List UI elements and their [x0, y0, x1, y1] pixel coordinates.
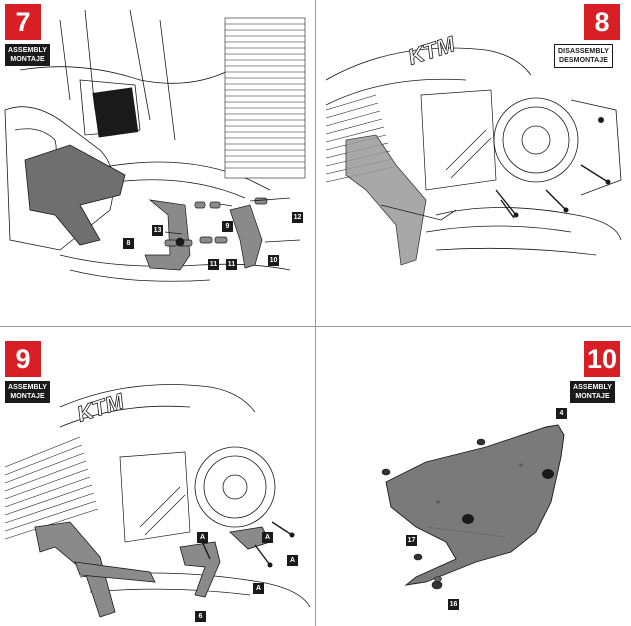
mode-label-es: MONTAJE: [10, 56, 45, 63]
part-callout: 16: [448, 599, 459, 610]
part-callout: 12: [292, 212, 303, 223]
part-callout: 11: [208, 259, 219, 270]
part-callout: 11: [226, 259, 237, 270]
skid-plate: [385, 424, 565, 586]
step-panel-7: 7 ASSEMBLY MONTAJE 8 13 9 12 11 11 10: [0, 0, 315, 326]
mode-label-es: MONTAJE: [10, 393, 45, 400]
mode-label-es: MONTAJE: [575, 393, 610, 400]
part-callout: A: [287, 555, 298, 566]
part-callout: A: [253, 583, 264, 594]
assembly-mode-tag: ASSEMBLY MONTAJE: [5, 381, 51, 403]
step-number-badge: 10: [584, 341, 620, 377]
part-callout: 17: [406, 535, 417, 546]
part-callout: 8: [123, 238, 134, 249]
engine-illustration-step-8: KTM: [325, 31, 622, 266]
step-panel-10: 10 ASSEMBLY MONTAJE 4 17 16: [316, 327, 631, 626]
part-callout: 10: [268, 255, 279, 266]
mode-label-es: DESMONTAJE: [558, 57, 609, 64]
engine-illustration-step-7: [4, 9, 306, 282]
skid-plate-illustration: [381, 424, 565, 590]
part-callout: A: [197, 532, 208, 543]
assembly-mode-tag: ASSEMBLY MONTAJE: [5, 44, 51, 66]
quadrant-divider-vertical: [315, 0, 316, 626]
quadrant-divider-horizontal: [0, 326, 631, 327]
mode-label-en: ASSEMBLY: [8, 47, 48, 54]
brand-logo: KTM: [74, 388, 128, 427]
mode-label-en: ASSEMBLY: [8, 384, 48, 391]
part-callout: 4: [556, 408, 567, 419]
step-number-badge: 8: [584, 4, 620, 40]
assembly-mode-tag: ASSEMBLY MONTAJE: [570, 381, 616, 403]
step-panel-9: KTM 9 ASSEMBLY: [0, 327, 315, 626]
step-number-badge: 9: [5, 341, 41, 377]
part-callout: 13: [152, 225, 163, 236]
engine-illustration-step-9: KTM: [4, 384, 311, 618]
mode-label-en: ASSEMBLY: [573, 384, 613, 391]
stock-bracket: [345, 134, 427, 266]
part-callout: 9: [222, 221, 233, 232]
step-panel-8: KTM 8 DISASSEMBLY DESMONTAJE: [316, 0, 631, 326]
part-callout: A: [262, 532, 273, 543]
engine-guard-bracket: [24, 144, 126, 246]
disassembly-mode-tag: DISASSEMBLY DESMONTAJE: [554, 44, 614, 68]
mode-label-en: DISASSEMBLY: [558, 48, 610, 55]
brand-logo: KTM: [405, 31, 459, 70]
step-number-badge: 7: [5, 4, 41, 40]
part-callout: 6: [195, 611, 206, 622]
